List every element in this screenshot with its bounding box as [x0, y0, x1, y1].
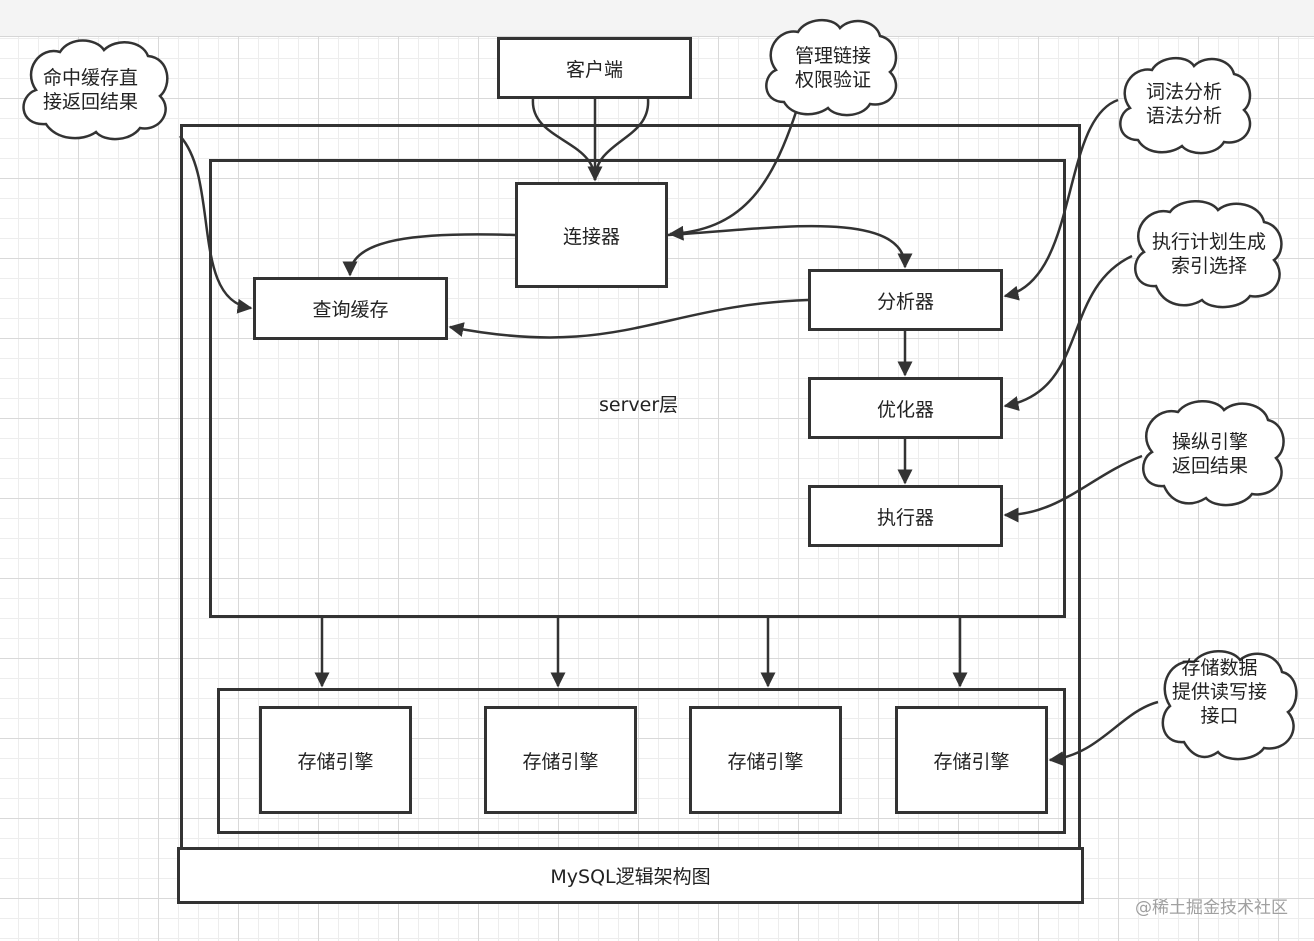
edge-note-cache-hit [179, 135, 253, 314]
cloud-parsing [1119, 57, 1252, 155]
note-engine-ops-line-2: 返回结果 [1172, 455, 1249, 477]
storage-engine-3: 存储引擎 [689, 706, 842, 814]
edge-connector-cache [342, 233, 516, 277]
cloud-planning [1134, 200, 1283, 309]
client-node: 客户端 [497, 37, 692, 99]
edge-connector-analyzer [667, 224, 913, 269]
analyzer-label: 分析器 [876, 290, 934, 313]
query-cache-label: 查询缓存 [312, 299, 389, 321]
note-cache-hit-line-2: 接返回结果 [43, 91, 139, 113]
note-parsing-line-2: 语法分析 [1146, 105, 1223, 127]
executor-label: 执行器 [876, 506, 934, 529]
server-layer-frame [209, 159, 1066, 618]
note-engine-ops: 操纵引擎 返回结果 [1172, 430, 1248, 478]
note-storage-ops: 存储数据 提供读写接 接口 [1172, 656, 1267, 728]
note-storage-ops-line-2: 提供读写接 [1172, 681, 1268, 703]
note-connection-line-1: 管理链接 [795, 45, 872, 67]
note-cache-hit: 命中缓存直 接返回结果 [43, 66, 138, 114]
note-parsing: 词法分析 语法分析 [1146, 80, 1222, 128]
connector-node: 连接器 [515, 182, 668, 288]
note-planning-line-2: 索引选择 [1171, 255, 1248, 277]
executor-node: 执行器 [808, 485, 1003, 547]
cloud-connection [765, 19, 898, 117]
storage-engine-label: 存储引擎 [522, 750, 599, 773]
diagram-title-bar: MySQL逻辑架构图 [177, 847, 1084, 904]
edge-note-engine-ops [1003, 454, 1143, 523]
cloud-storage-ops [1161, 650, 1298, 761]
optimizer-node: 优化器 [808, 377, 1003, 439]
server-layer-label: server层 [599, 394, 679, 416]
watermark: @稀土掘金技术社区 [1135, 898, 1288, 918]
cloud-shapes [22, 19, 1298, 761]
optimizer-label: 优化器 [876, 398, 934, 421]
note-planning: 执行计划生成 索引选择 [1152, 230, 1266, 278]
note-storage-ops-line-3: 接口 [1200, 705, 1239, 727]
edge-client-connector-right [593, 98, 650, 181]
client-label: 客户端 [565, 58, 623, 81]
note-storage-ops-line-1: 存储数据 [1181, 657, 1258, 679]
diagram-title: MySQL逻辑架构图 [550, 866, 711, 888]
window-top-bar [0, 0, 1314, 37]
note-parsing-line-1: 词法分析 [1146, 81, 1223, 103]
storage-engine-1: 存储引擎 [259, 706, 412, 814]
edge-analyzer-cache [448, 298, 809, 339]
storage-engine-2: 存储引擎 [484, 706, 637, 814]
storage-engine-label: 存储引擎 [727, 750, 804, 773]
note-engine-ops-line-1: 操纵引擎 [1172, 431, 1249, 453]
query-cache-node: 查询缓存 [253, 277, 448, 340]
connector-label: 连接器 [562, 225, 620, 248]
note-connection: 管理链接 权限验证 [795, 44, 871, 92]
edge-note-planning [1003, 254, 1133, 411]
storage-engine-container [217, 688, 1066, 834]
note-connection-line-2: 权限验证 [795, 69, 872, 91]
edge-note-parsing [1003, 98, 1119, 301]
note-planning-line-1: 执行计划生成 [1152, 231, 1267, 253]
edge-note-connection [668, 111, 798, 241]
storage-engine-label: 存储引擎 [297, 750, 374, 773]
edge-note-storage-ops [1048, 700, 1159, 767]
edge-client-connector-left [531, 98, 597, 181]
note-cache-hit-line-1: 命中缓存直 [43, 67, 139, 89]
storage-engine-label: 存储引擎 [933, 750, 1010, 773]
cloud-engine-ops [1142, 400, 1285, 507]
analyzer-node: 分析器 [808, 269, 1003, 331]
cloud-cache-hit [22, 39, 169, 141]
storage-engine-4: 存储引擎 [895, 706, 1048, 814]
